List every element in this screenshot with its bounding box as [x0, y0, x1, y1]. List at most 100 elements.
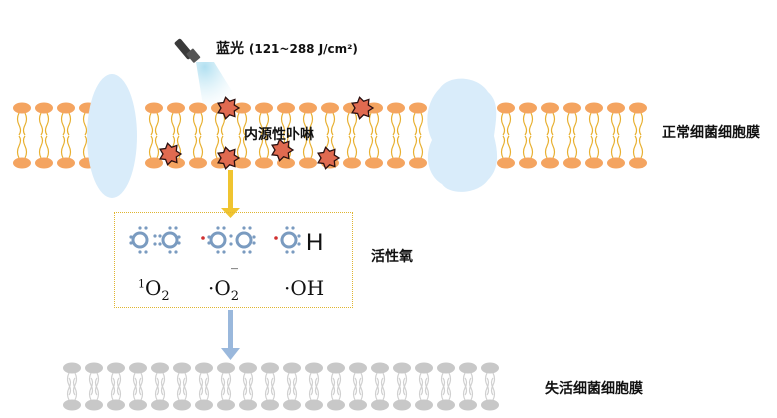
- lipid-tail: [352, 377, 358, 401]
- lipid-tail: [544, 135, 550, 159]
- lipid-tail: [380, 377, 386, 401]
- lipid-tail: [484, 372, 490, 396]
- lipid-head: [607, 157, 625, 169]
- lipid-tail: [94, 377, 100, 401]
- lipid-head: [129, 362, 147, 374]
- lipid-tail: [292, 377, 298, 401]
- porphyrin-molecule: [217, 146, 241, 170]
- lipid-head: [239, 362, 257, 374]
- lipid-head: [107, 399, 125, 411]
- lipid-tail: [550, 112, 556, 136]
- lipid-tail: [66, 377, 72, 401]
- lipid-head: [365, 157, 383, 169]
- lipid-tail: [572, 135, 578, 159]
- lipid-tail: [148, 135, 154, 159]
- porphyrin-molecule: [317, 146, 341, 170]
- lipid-head: [167, 102, 185, 114]
- lipid-tail: [368, 135, 374, 159]
- lipid-tail: [484, 377, 490, 401]
- lipid-tail: [308, 112, 314, 136]
- lipid-head: [327, 362, 345, 374]
- lipid-tail: [248, 377, 254, 401]
- lipid-tail: [176, 377, 182, 401]
- lipid-head: [85, 362, 103, 374]
- lipid-head: [189, 157, 207, 169]
- lipid-head: [497, 157, 515, 169]
- inactivated-cell-membrane: [63, 362, 499, 411]
- lipid-tail: [302, 112, 308, 136]
- lipid-tail: [286, 377, 292, 401]
- lipid-tail: [418, 135, 424, 159]
- lipid-head: [563, 102, 581, 114]
- lipid-head: [437, 362, 455, 374]
- lipid-tail: [198, 112, 204, 136]
- lipid-head: [299, 102, 317, 114]
- ros-box: [114, 212, 353, 308]
- lipid-head: [255, 157, 273, 169]
- lipid-tail: [396, 112, 402, 136]
- lipid-tail: [314, 372, 320, 396]
- lipid-head: [239, 399, 257, 411]
- lipid-head: [151, 399, 169, 411]
- lipid-tail: [418, 377, 424, 401]
- lipid-head: [519, 157, 537, 169]
- lipid-tail: [44, 135, 50, 159]
- ros-structures: H: [129, 226, 323, 256]
- lipid-head: [145, 102, 163, 114]
- lipid-head: [173, 399, 191, 411]
- lipid-head: [387, 102, 405, 114]
- lipid-head: [145, 157, 163, 169]
- lipid-tail: [528, 135, 534, 159]
- lipid-tail: [374, 377, 380, 401]
- lipid-tail: [352, 372, 358, 396]
- lipid-tail: [374, 135, 380, 159]
- lipid-tail: [148, 112, 154, 136]
- lipid-tail: [242, 135, 248, 159]
- lipid-head: [195, 399, 213, 411]
- lipid-tail: [154, 112, 160, 136]
- lipid-tail: [292, 372, 298, 396]
- lipid-tail: [66, 372, 72, 396]
- lipid-tail: [446, 372, 452, 396]
- superoxide-structure: [201, 226, 256, 254]
- lipid-tail: [236, 135, 242, 159]
- porphyrin-molecule: [351, 96, 375, 120]
- lipid-tail: [396, 377, 402, 401]
- lipid-tail: [198, 135, 204, 159]
- lipid-tail: [242, 372, 248, 396]
- hydroxyl-structure: H: [274, 226, 323, 256]
- lipid-tail: [632, 112, 638, 136]
- lipid-tail: [38, 112, 44, 136]
- membrane-protein-left: [87, 74, 137, 198]
- lipid-tail: [160, 372, 166, 396]
- lipid-tail: [198, 377, 204, 401]
- lipid-tail: [418, 372, 424, 396]
- lipid-tail: [396, 372, 402, 396]
- lipid-tail: [308, 372, 314, 396]
- lipid-tail: [462, 377, 468, 401]
- porphyrin-molecules: [159, 96, 375, 170]
- lipid-head: [497, 102, 515, 114]
- lipid-head: [349, 399, 367, 411]
- lipid-tail: [132, 372, 138, 396]
- lipid-tail: [352, 135, 358, 159]
- light-dose: (121~288 J/cm²): [248, 42, 358, 56]
- lipid-tail: [116, 372, 122, 396]
- lipid-head: [371, 399, 389, 411]
- lipid-tail: [490, 377, 496, 401]
- lipid-tail: [566, 112, 572, 136]
- lipid-tail: [424, 377, 430, 401]
- lipid-head: [519, 102, 537, 114]
- lipid-head: [277, 157, 295, 169]
- lipid-tail: [160, 377, 166, 401]
- lipid-head: [63, 362, 81, 374]
- lipid-head: [255, 102, 273, 114]
- lipid-tail: [594, 135, 600, 159]
- lipid-tail: [214, 135, 220, 159]
- singlet-oxygen-structure: [129, 226, 181, 254]
- lipid-head: [409, 102, 427, 114]
- lipid-tail: [242, 377, 248, 401]
- lipid-tail: [116, 377, 122, 401]
- lipid-tail: [396, 135, 402, 159]
